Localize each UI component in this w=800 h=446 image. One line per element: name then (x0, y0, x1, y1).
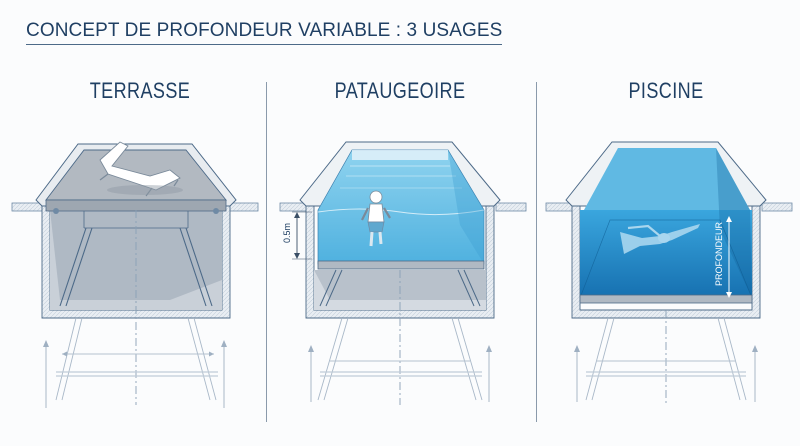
depth-label-0-5m: 0.5m (282, 223, 292, 243)
child-icon (361, 190, 391, 247)
pataugeoire-diagram: 0.5m (279, 141, 527, 405)
swimmer-icon (620, 224, 700, 254)
sun-lounger-icon (99, 141, 183, 197)
panel-label-terrasse: TERRASSE (89, 78, 191, 103)
piscine-diagram: PROFONDEUR (545, 141, 793, 405)
depth-label-profondeur: PROFONDEUR (714, 221, 724, 286)
terrasse-diagram (11, 141, 259, 408)
divider-1 (266, 82, 267, 422)
diagram-title: CONCEPT DE PROFONDEUR VARIABLE : 3 USAGE… (26, 20, 503, 45)
panel-label-pataugeoire: PATAUGEOIRE (334, 78, 466, 103)
divider-2 (536, 82, 537, 422)
panel-label-piscine: PISCINE (628, 78, 704, 103)
